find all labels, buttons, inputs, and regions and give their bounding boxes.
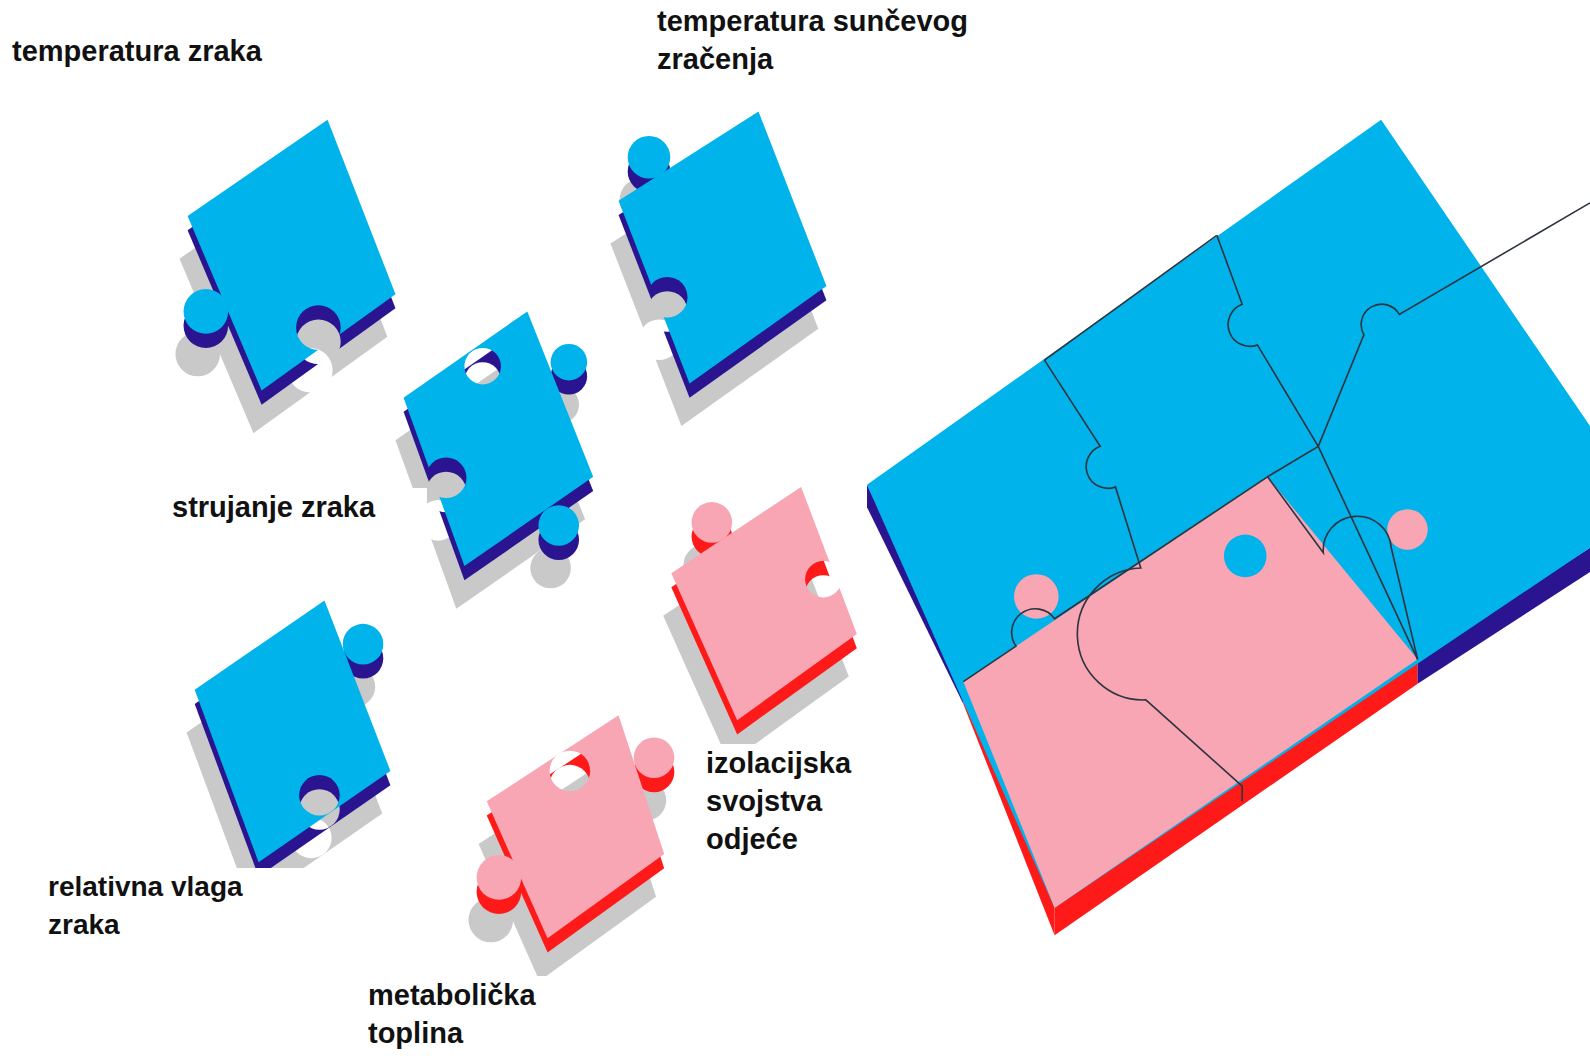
factor-label: strujanje zraka xyxy=(172,488,427,526)
factor-label: temperatura zraka xyxy=(12,32,342,70)
factor-label: metabolička toplina xyxy=(368,976,588,1052)
factor-label: relativna vlaga zraka xyxy=(48,868,310,944)
factor-label: temperatura sunčevog zračenja xyxy=(657,2,1027,78)
factor-label: izolacijska svojstva odjeće xyxy=(706,744,906,858)
